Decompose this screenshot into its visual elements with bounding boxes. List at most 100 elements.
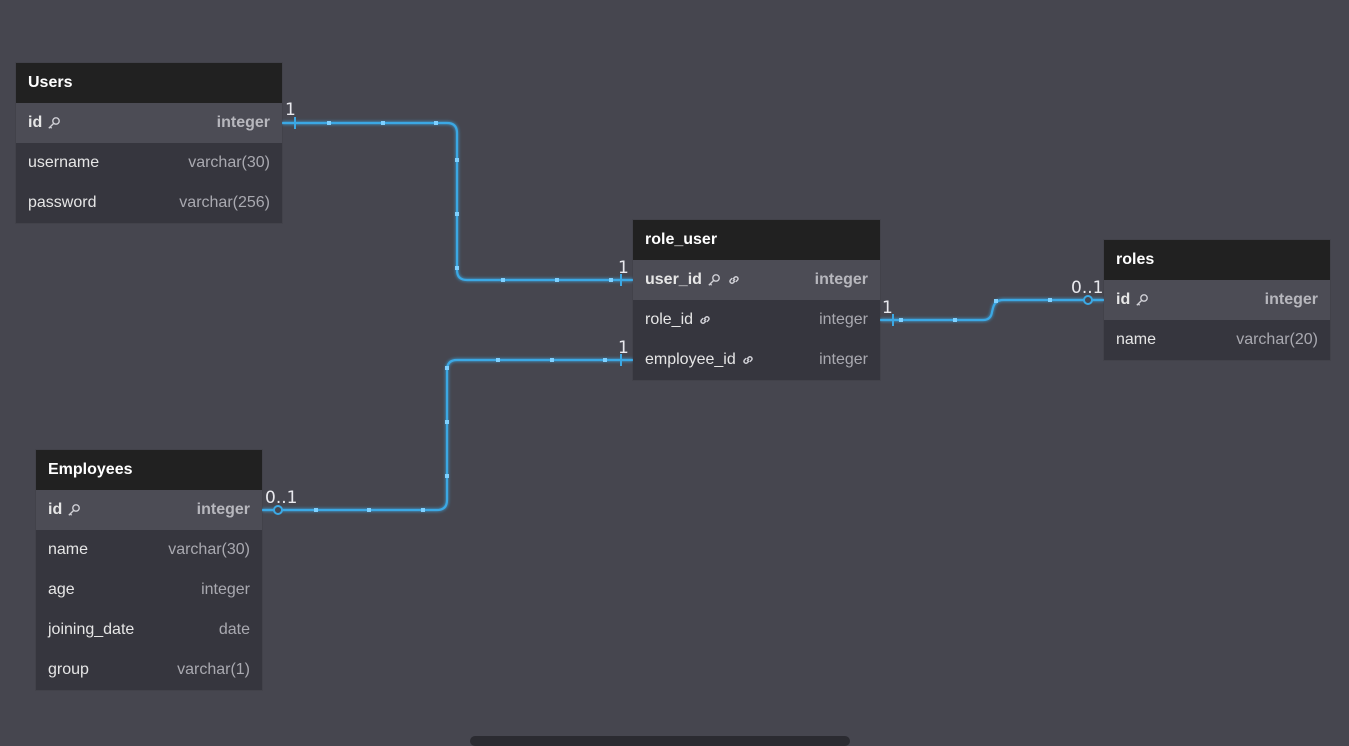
table-users[interactable]: Users id integer username varchar(30) passwor… — [16, 63, 282, 223]
field-row-password[interactable]: password varchar(256) — [16, 183, 282, 223]
cardinality-label: 0..1 — [265, 488, 298, 508]
field-row-role-id[interactable]: role_id integer — [633, 300, 880, 340]
path-waypoint — [445, 366, 449, 370]
path-waypoint — [367, 508, 371, 512]
path-waypoint — [327, 121, 331, 125]
field-name-group: name — [48, 541, 88, 559]
field-row-id[interactable]: id integer — [16, 103, 282, 143]
field-name-group: user_id — [645, 271, 742, 289]
link-icon — [697, 312, 713, 328]
field-name: password — [28, 194, 97, 211]
table-header[interactable]: role_user — [633, 220, 880, 260]
field-type: varchar(1) — [177, 661, 250, 678]
link-icon — [726, 272, 742, 288]
field-name-group: id — [1116, 291, 1150, 309]
cardinality-label: 1 — [285, 100, 296, 120]
key-icon — [1134, 292, 1150, 308]
path-waypoint — [899, 318, 903, 322]
field-name: id — [1116, 291, 1131, 308]
field-name-group: age — [48, 581, 75, 599]
field-type: varchar(20) — [1236, 331, 1318, 348]
connector-users-role-user[interactable] — [282, 117, 633, 286]
field-row-group[interactable]: group varchar(1) — [36, 650, 262, 690]
field-name: name — [48, 541, 89, 558]
path-waypoint — [550, 358, 554, 362]
field-type: integer — [201, 581, 250, 598]
field-row-user-id[interactable]: user_id integer — [633, 260, 880, 300]
path-waypoint — [445, 420, 449, 424]
table-roles[interactable]: roles id integer name varchar(20) — [1104, 240, 1330, 360]
table-header[interactable]: Users — [16, 63, 282, 103]
table-header[interactable]: roles — [1104, 240, 1330, 280]
field-name-group: role_id — [645, 311, 713, 329]
path-waypoint — [314, 508, 318, 512]
field-row-username[interactable]: username varchar(30) — [16, 143, 282, 183]
cardinality-label: 1 — [618, 258, 629, 278]
field-type: integer — [196, 501, 250, 518]
path-waypoint — [501, 278, 505, 282]
field-name: joining_date — [48, 621, 135, 638]
connector-role-user-roles[interactable] — [880, 295, 1104, 326]
field-type: integer — [819, 351, 868, 368]
path-waypoint — [445, 474, 449, 478]
field-name-group: username — [28, 154, 99, 172]
path-waypoint — [953, 318, 957, 322]
field-row-joining-date[interactable]: joining_date date — [36, 610, 262, 650]
cardinality-label: 0..1 — [1071, 278, 1104, 298]
path-waypoint — [455, 158, 459, 162]
field-row-employee-id[interactable]: employee_id integer — [633, 340, 880, 380]
field-row-name[interactable]: name varchar(20) — [1104, 320, 1330, 360]
field-name-group: password — [28, 194, 96, 212]
path-waypoint — [421, 508, 425, 512]
field-name: age — [48, 581, 75, 598]
field-name: group — [48, 661, 89, 678]
field-row-age[interactable]: age integer — [36, 570, 262, 610]
field-row-id[interactable]: id integer — [36, 490, 262, 530]
key-icon — [706, 272, 722, 288]
field-name: role_id — [645, 311, 694, 328]
field-name: username — [28, 154, 100, 171]
cardinality-label: 1 — [618, 338, 629, 358]
path-waypoint — [1048, 298, 1052, 302]
path-waypoint — [603, 358, 607, 362]
field-name: id — [48, 501, 63, 518]
table-employees[interactable]: Employees id integer name varchar(30) age inte… — [36, 450, 262, 690]
field-type: integer — [814, 271, 868, 288]
table-header[interactable]: Employees — [36, 450, 262, 490]
path-waypoint — [455, 212, 459, 216]
bottom-toolbar-handle[interactable] — [470, 736, 850, 746]
cardinality-label: 1 — [882, 298, 893, 318]
path-waypoint — [994, 299, 998, 303]
field-row-id[interactable]: id integer — [1104, 280, 1330, 320]
field-row-name[interactable]: name varchar(30) — [36, 530, 262, 570]
field-name: id — [28, 114, 43, 131]
field-type: varchar(30) — [168, 541, 250, 558]
connector-employees-role-user[interactable] — [262, 354, 633, 515]
field-type: integer — [216, 114, 270, 131]
field-type: integer — [819, 311, 868, 328]
field-type: varchar(256) — [179, 194, 270, 211]
field-name-group: id — [28, 114, 62, 132]
field-name-group: id — [48, 501, 82, 519]
field-name-group: joining_date — [48, 621, 134, 639]
path-waypoint — [496, 358, 500, 362]
path-waypoint — [455, 266, 459, 270]
field-name: user_id — [645, 271, 702, 288]
field-name: employee_id — [645, 351, 736, 368]
path-waypoint — [381, 121, 385, 125]
key-icon — [66, 502, 82, 518]
key-icon — [46, 115, 62, 131]
path-waypoint — [555, 278, 559, 282]
link-icon — [740, 352, 756, 368]
field-name: name — [1116, 331, 1157, 348]
field-name-group: name — [1116, 331, 1156, 349]
field-type: integer — [1264, 291, 1318, 308]
field-type: date — [218, 621, 250, 638]
field-name-group: employee_id — [645, 351, 756, 369]
path-waypoint — [434, 121, 438, 125]
field-name-group: group — [48, 661, 89, 679]
field-type: varchar(30) — [188, 154, 270, 171]
path-waypoint — [609, 278, 613, 282]
